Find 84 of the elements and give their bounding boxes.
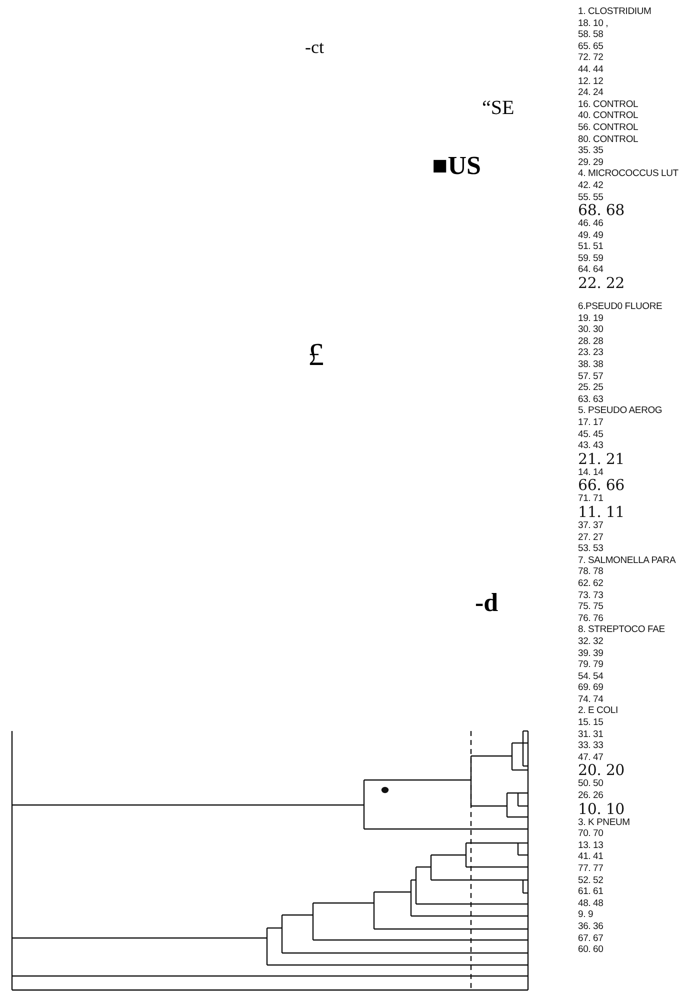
leaf-label: 17. 17 (578, 417, 604, 429)
leaf-label: 43. 43 (578, 440, 604, 452)
leaf-label: 15. 15 (578, 717, 604, 729)
leaf-label: 76. 76 (578, 612, 604, 624)
leaf-label: 33. 33 (578, 740, 604, 752)
leaf-label: 8. STREPTOCO FAE (578, 624, 665, 636)
leaf-label: 77. 77 (578, 863, 604, 875)
leaf-label: 52. 52 (578, 874, 604, 886)
leaf-label: 59. 59 (578, 252, 604, 264)
leaf-label: 50. 50 (578, 778, 604, 790)
leaf-label: 45. 45 (578, 428, 604, 440)
leaf-label: 22. 22 (578, 276, 625, 292)
leaf-label: 39. 39 (578, 648, 604, 660)
leaf-label: 51. 51 (578, 241, 604, 253)
leaf-label: 40. CONTROL (578, 110, 638, 122)
leaf-label: 4. MICROCOCCUS LUT (578, 168, 678, 180)
leaf-label: 32. 32 (578, 636, 604, 648)
leaf-label: 25. 25 (578, 382, 604, 394)
leaf-label: 70. 70 (578, 828, 604, 840)
leaf-label: 14. 14 (578, 466, 604, 478)
leaf-label: 21. 21 (578, 452, 625, 467)
leaf-label: 56. CONTROL (578, 122, 638, 134)
leaf-label: 64. 64 (578, 264, 604, 276)
leaf-label: 37. 37 (578, 520, 604, 532)
leaf-label: 49. 49 (578, 230, 604, 242)
stray-text: -ct (305, 38, 324, 56)
leaf-label: 3. K PNEUM (578, 816, 630, 828)
leaf-label: 12. 12 (578, 76, 604, 88)
leaf-label: 5. PSEUDO AEROG (578, 405, 662, 417)
leaf-label: 23. 23 (578, 347, 604, 360)
leaf-label: 73. 73 (578, 590, 604, 602)
leaf-label: 71. 71 (578, 493, 604, 505)
leaf-label: 79. 79 (578, 659, 604, 671)
leaf-label: 2. E COLI (578, 705, 618, 718)
leaf-label: 55. 55 (578, 192, 604, 204)
leaf-label: 63. 63 (578, 394, 604, 406)
leaf-label: 47. 47 (578, 752, 604, 764)
leaf-label: 67. 67 (578, 932, 604, 944)
leaf-label: 53. 53 (578, 543, 604, 555)
leaf-label: 68. 68 (578, 203, 625, 218)
leaf-label: 11. 11 (578, 504, 625, 520)
leaf-label: 58. 58 (578, 29, 604, 41)
leaf-label: 9. 9 (578, 909, 594, 921)
leaf-label: 38. 38 (578, 359, 604, 371)
stray-text: £ (308, 338, 324, 370)
leaf-label: 18. 10 , (578, 18, 608, 30)
leaf-label: 41. 41 (578, 851, 604, 863)
leaf-label: 30. 30 (578, 324, 604, 336)
leaf-label: 66. 66 (578, 478, 625, 494)
leaf-label: 24. 24 (578, 87, 604, 99)
leaf-label: 28. 28 (578, 336, 604, 348)
leaf-label: 60. 60 (578, 944, 604, 956)
leaf-label: 69. 69 (578, 682, 604, 694)
leaf-label: 1. CLOSTRIDIUM (578, 6, 652, 18)
leaf-label: 19. 19 (578, 312, 604, 324)
leaf-label: 80. CONTROL (578, 134, 638, 146)
leaf-label: 31. 31 (578, 728, 604, 740)
leaf-label: 42. 42 (578, 180, 604, 192)
leaf-label: 61. 61 (578, 886, 604, 898)
leaf-label: 13. 13 (578, 840, 604, 852)
leaf-label: 44. 44 (578, 64, 604, 76)
leaf-label: 10. 10 (578, 802, 625, 817)
leaf-label: 57. 57 (578, 370, 604, 382)
stray-text: -d (475, 590, 498, 616)
leaf-label: 72. 72 (578, 52, 604, 64)
leaf-label: 36. 36 (578, 920, 604, 933)
leaf-label: 35. 35 (578, 145, 604, 157)
leaf-label: 26. 26 (578, 790, 604, 802)
leaf-label: 20. 20 (578, 763, 625, 778)
leaf-label: 6.PSEUD0 FLUORE (578, 301, 662, 313)
leaf-label: 78. 78 (578, 566, 604, 578)
leaf-label: 75. 75 (578, 601, 604, 613)
leaf-label: 46. 46 (578, 218, 604, 230)
leaf-label: 48. 48 (578, 898, 604, 910)
leaf-label: 62. 62 (578, 578, 604, 590)
leaf-label: 29. 29 (578, 156, 604, 168)
leaf-label: 54. 54 (578, 670, 604, 682)
leaf-label: 16. CONTROL (578, 98, 638, 110)
leaf-label: 65. 65 (578, 40, 604, 52)
stray-text: “SE (482, 98, 514, 118)
stray-text: ■US (432, 153, 481, 179)
leaf-label: 74. 74 (578, 694, 604, 706)
leaf-label: 7. SALMONELLA PARA (578, 554, 676, 566)
leaf-label: 27. 27 (578, 532, 604, 544)
